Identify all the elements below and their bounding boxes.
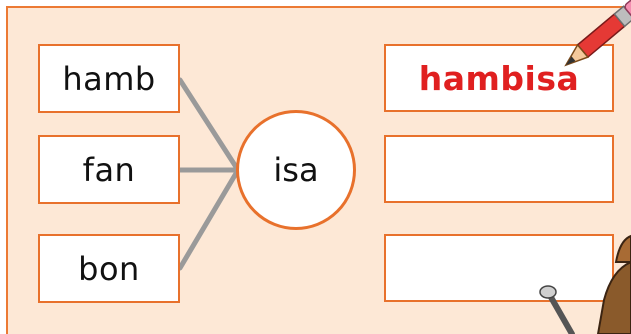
suffix-text: isa (273, 151, 319, 189)
answer-text: hambisa (418, 58, 580, 98)
suffix-circle: isa (236, 110, 356, 230)
connector-line-bon (177, 167, 241, 271)
syllable-box-hamb: hamb (38, 44, 180, 113)
syllable-box-bon: bon (38, 234, 180, 303)
answer-box-2[interactable] (384, 135, 614, 203)
syllable-box-fan: fan (38, 135, 180, 204)
answer-box-3[interactable] (384, 234, 614, 302)
connector-line-hamb (177, 77, 241, 173)
syllable-text: hamb (62, 59, 156, 98)
syllable-text: bon (78, 249, 140, 288)
syllable-text: fan (82, 150, 136, 189)
